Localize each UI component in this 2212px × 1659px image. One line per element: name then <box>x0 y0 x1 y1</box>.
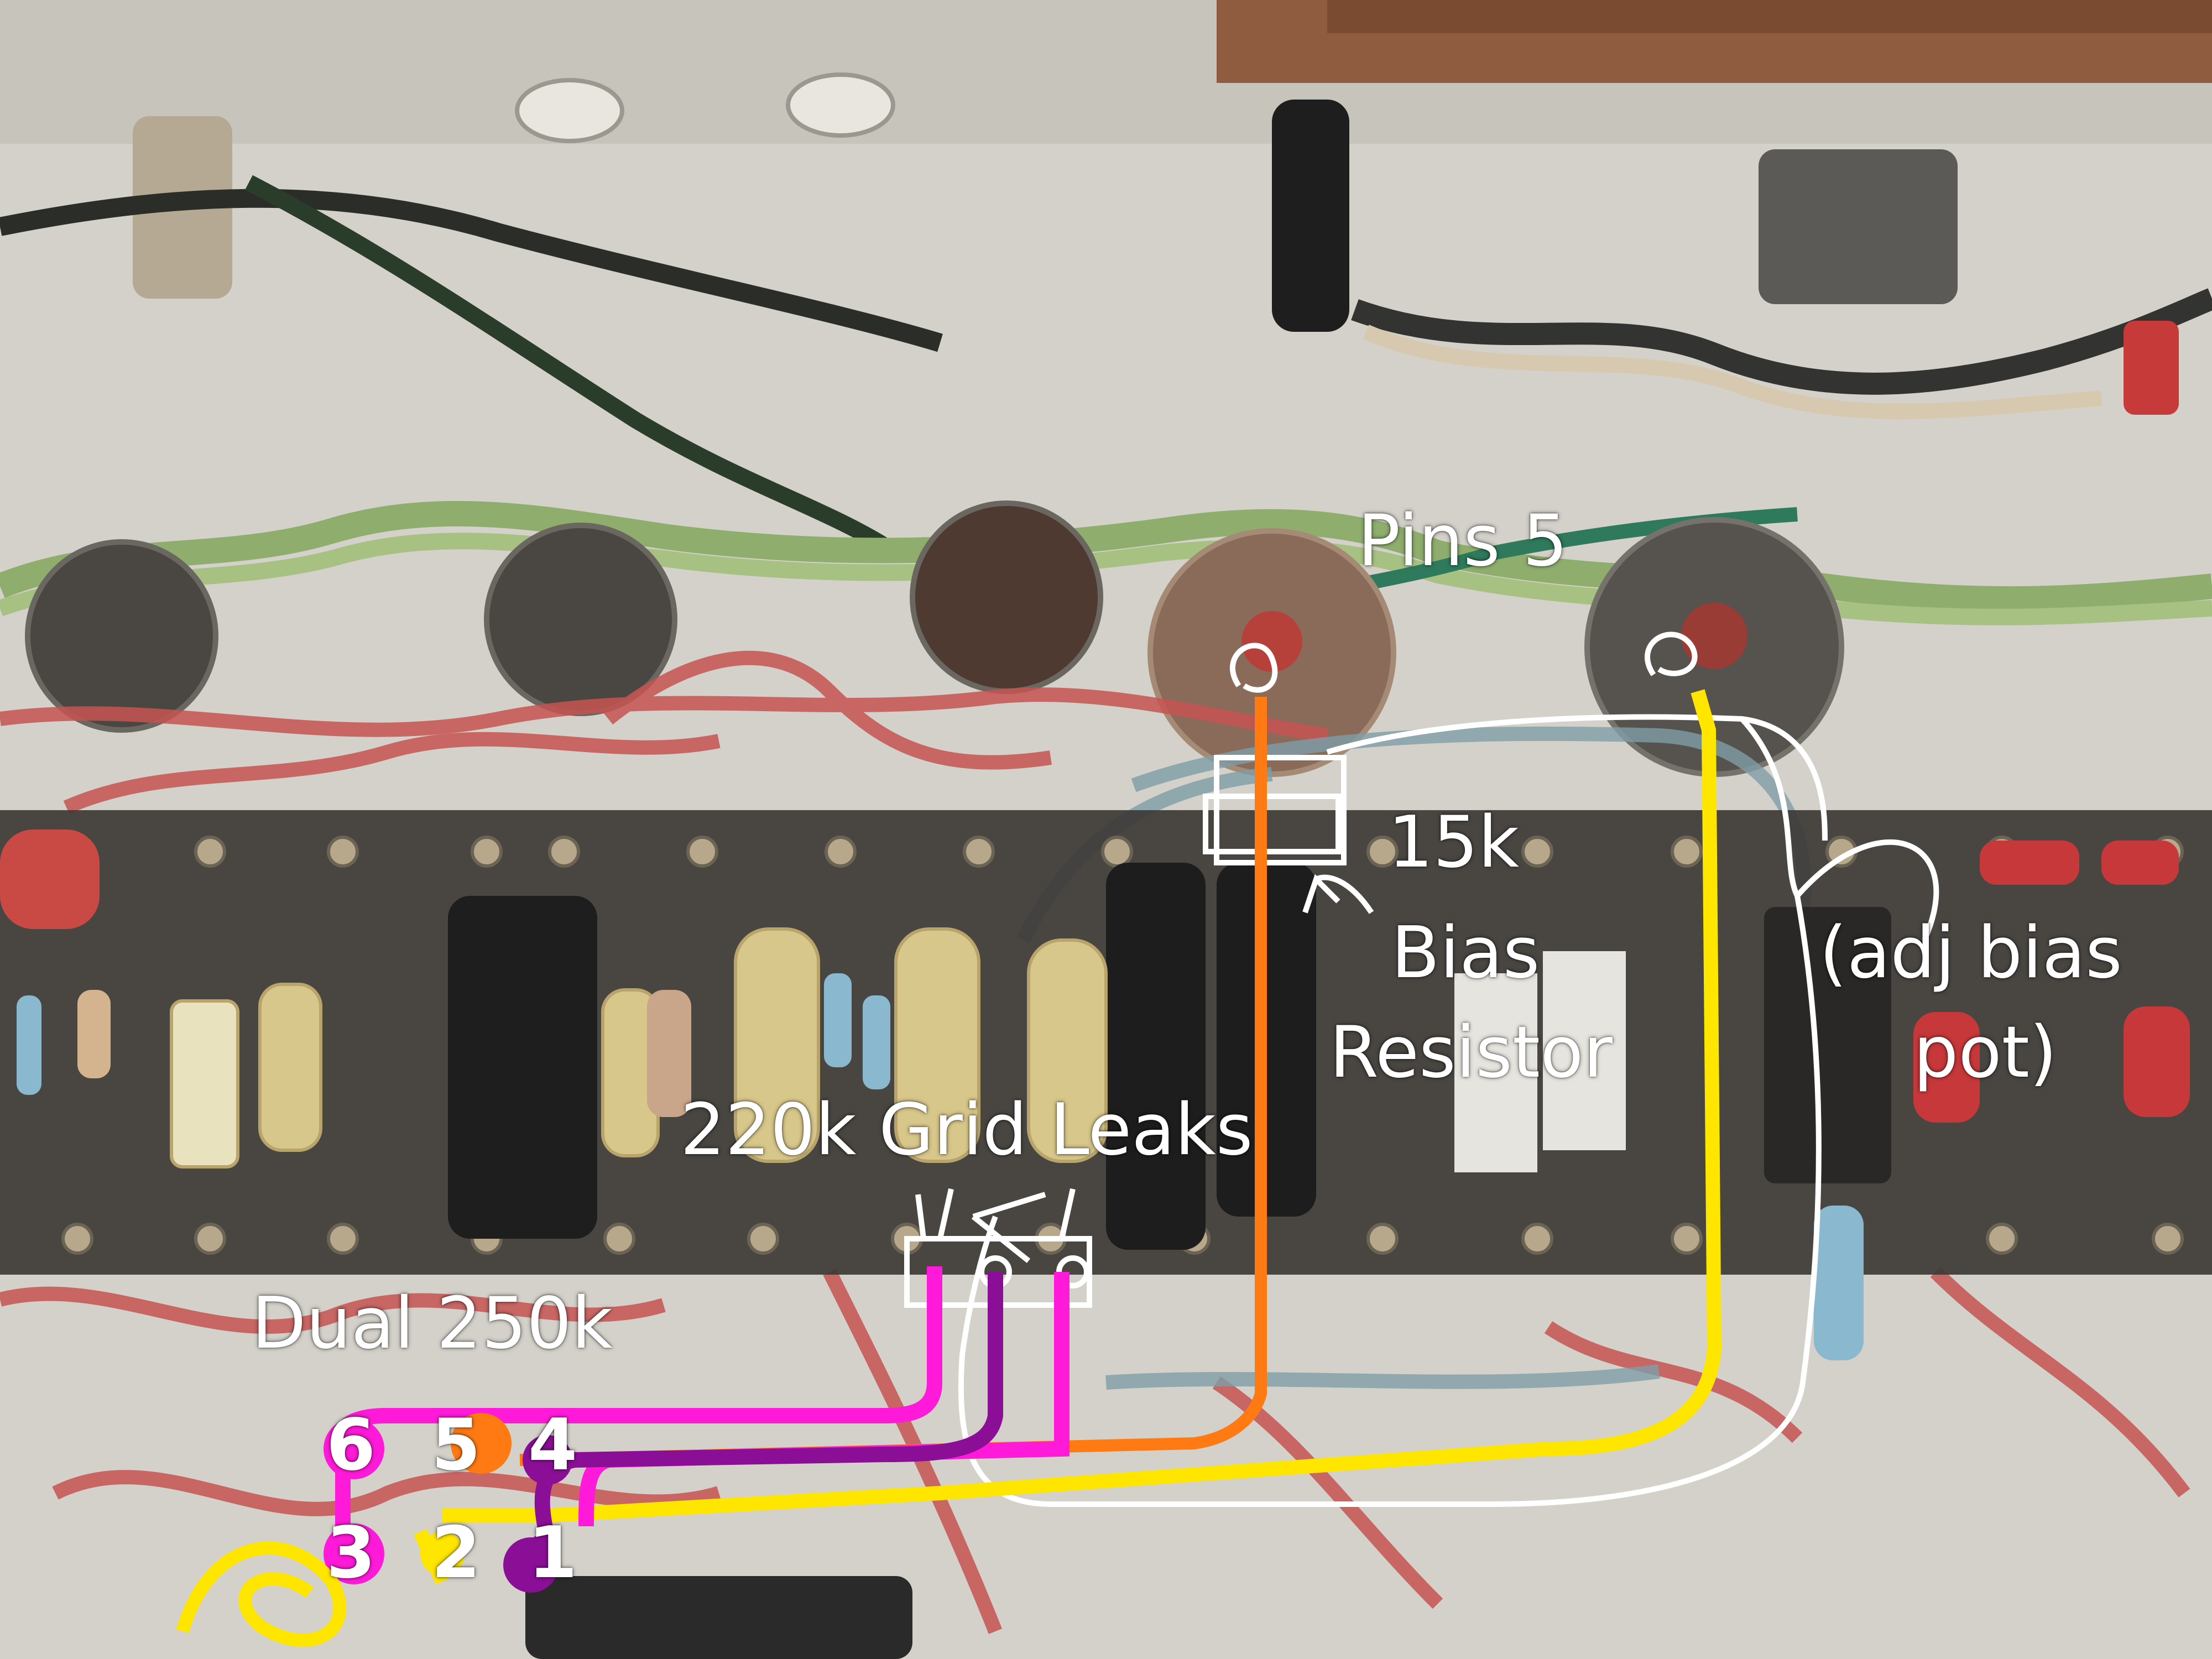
coupling-capacitors <box>170 927 1108 1168</box>
pot-pin-1: 1 <box>528 1512 578 1594</box>
pin-blob-4 <box>523 1435 572 1485</box>
lower-capacitor <box>525 1576 912 1659</box>
jack-hole <box>786 72 895 138</box>
bias-pot-body <box>1764 907 1891 1183</box>
input-jack <box>1272 100 1349 332</box>
filter-capacitor <box>1106 863 1206 1250</box>
pot-pin-2: 2 <box>431 1512 481 1594</box>
pot-pin-5: 5 <box>431 1404 481 1486</box>
dual-pot-label: Dual 250k <box>252 1282 613 1365</box>
grid-leaks-label: 220k Grid Leaks <box>680 1089 1253 1171</box>
bias-resistor-drawing <box>958 632 1939 1507</box>
output-jack <box>1759 149 1958 304</box>
yellow-wire <box>442 689 1722 1522</box>
pin-blob-1 <box>503 1537 559 1593</box>
resistors <box>17 841 2190 1360</box>
pot-pin-6: 6 <box>326 1404 376 1486</box>
resistor-label: Resistor <box>1329 1011 1613 1094</box>
adj-bias-label: (adj bias <box>1819 912 2122 994</box>
pot-label: pot) <box>1913 1011 2057 1094</box>
tube-socket <box>25 539 218 733</box>
orange-wire <box>519 697 1267 1466</box>
pin-blob-5 <box>451 1413 512 1474</box>
resistor-value-label: 15k <box>1388 801 1519 884</box>
pin-blob-3 <box>324 1524 384 1584</box>
jack-hole <box>515 78 624 143</box>
tube-socket <box>910 500 1103 694</box>
pins-5-label: Pins 5 <box>1358 500 1568 582</box>
pin-blob-2 <box>420 1532 465 1576</box>
red-clip <box>0 830 100 929</box>
yellow-scribble <box>176 1541 347 1647</box>
pin-blob-6 <box>324 1418 384 1479</box>
bias-label: Bias <box>1391 912 1540 994</box>
purple-wire <box>526 1272 1003 1555</box>
pot-pin-3: 3 <box>326 1512 376 1594</box>
pot-pin-4: 4 <box>528 1404 578 1486</box>
electrolytic-capacitor <box>448 896 597 1239</box>
